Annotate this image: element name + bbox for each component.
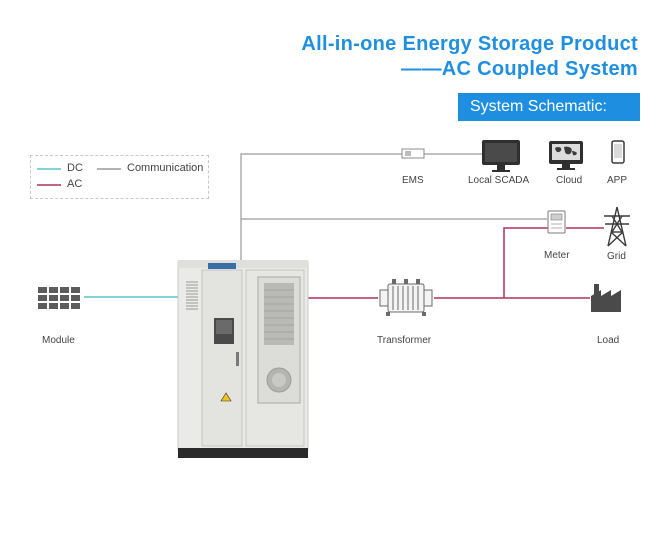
cabinet-icon [177,260,309,458]
legend: DC AC Communication [30,155,209,199]
legend-communication: Communication [127,162,204,174]
label-local-scada: Local SCADA [468,175,530,186]
battery-module-icon [38,287,80,309]
factory-icon [591,284,621,312]
label-transformer: Transformer [377,335,432,346]
label-load: Load [597,335,620,346]
schematic-banner: System Schematic: [458,93,640,121]
title-line-2: ——AC Coupled System [401,58,638,80]
legend-ac: AC [67,178,83,190]
meter-icon [547,210,566,234]
label-cloud: Cloud [556,175,583,186]
ac-lines [306,226,604,299]
title-line-1: All-in-one Energy Storage Product [301,33,638,55]
communication-lines [240,153,547,262]
legend-dc: DC [67,162,83,174]
label-module: Module [42,335,75,346]
ems-icon [401,148,425,159]
label-grid: Grid [607,251,626,262]
label-meter: Meter [544,250,570,261]
transformer-icon [379,279,433,316]
phone-icon [611,140,625,164]
cloud-map-icon [549,141,583,170]
transmission-tower-icon [604,206,630,247]
monitor-icon [482,140,520,172]
label-ems: EMS [402,175,424,186]
label-app: APP [607,175,628,186]
